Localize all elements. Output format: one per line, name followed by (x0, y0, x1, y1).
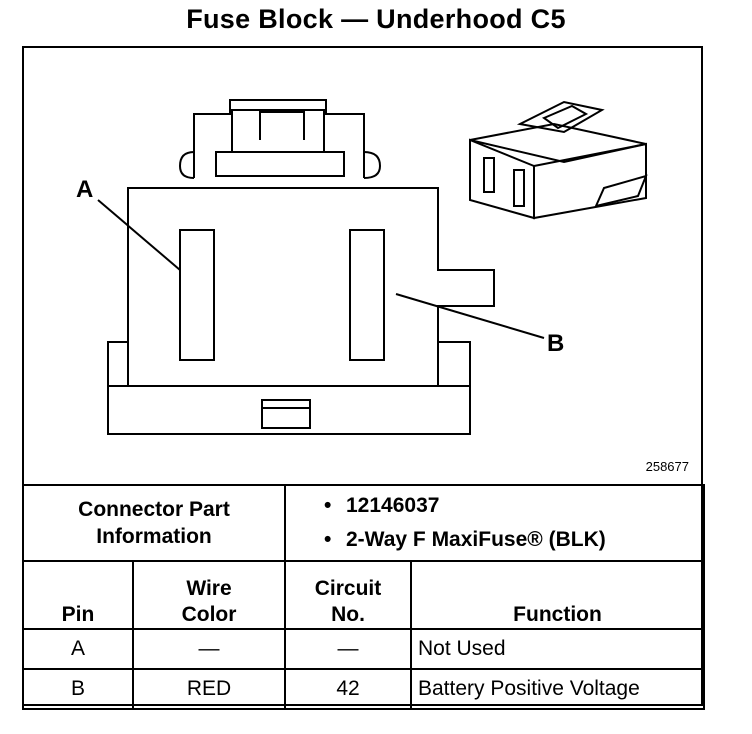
connector-isometric-view (469, 100, 648, 220)
side-tabs (107, 341, 471, 386)
connector-part-label: Connector Part Information (22, 484, 286, 562)
table-row: A — — Not Used (22, 628, 706, 670)
page-title: Fuse Block — Underhood C5 (186, 4, 566, 34)
header-function: Function (409, 560, 706, 630)
center-key (261, 399, 311, 429)
function-cell: Battery Positive Voltage (409, 668, 706, 710)
pin-cell: B (22, 668, 134, 710)
connector-body (127, 187, 495, 386)
function-cell: Not Used (409, 628, 706, 670)
latch-tab (259, 111, 305, 140)
leader-b (395, 293, 545, 339)
latch-outer (193, 99, 365, 178)
latch-ears (178, 151, 382, 179)
header-circuit-no: Circuit No. (284, 560, 412, 630)
wire-color-cell: — (132, 628, 286, 670)
latch-inner (231, 109, 325, 152)
terminal-a (179, 229, 215, 361)
latch-bar (215, 151, 345, 177)
diagram-frame: A B 258677 Connector Part Information 12… (22, 46, 706, 710)
callout-a: A (76, 176, 94, 203)
wire-color-cell: RED (132, 668, 286, 710)
connector-info-row: Connector Part Information 12146037 2-Wa… (22, 484, 706, 562)
bottom-rail (107, 385, 471, 435)
part-number: 12146037 (324, 489, 703, 523)
table-header-row: Pin Wire Color Circuit No. Function (22, 560, 706, 630)
header-pin: Pin (22, 560, 134, 630)
leader-a (97, 199, 181, 271)
terminal-b (349, 229, 385, 361)
callout-b: B (547, 330, 565, 357)
circuit-cell: 42 (284, 668, 412, 710)
connector-figure: A B 258677 (24, 48, 701, 484)
table-row: B RED 42 Battery Positive Voltage (22, 668, 706, 710)
connector-part-list: 12146037 2-Way F MaxiFuse® (BLK) (283, 484, 706, 562)
figure-id: 258677 (645, 459, 689, 474)
connector-face-drawing (97, 99, 648, 435)
pin-cell: A (22, 628, 134, 670)
header-wire-color: Wire Color (132, 560, 286, 630)
part-description: 2-Way F MaxiFuse® (BLK) (324, 523, 703, 557)
pinout-table: Connector Part Information 12146037 2-Wa… (22, 484, 706, 710)
circuit-cell: — (284, 628, 412, 670)
